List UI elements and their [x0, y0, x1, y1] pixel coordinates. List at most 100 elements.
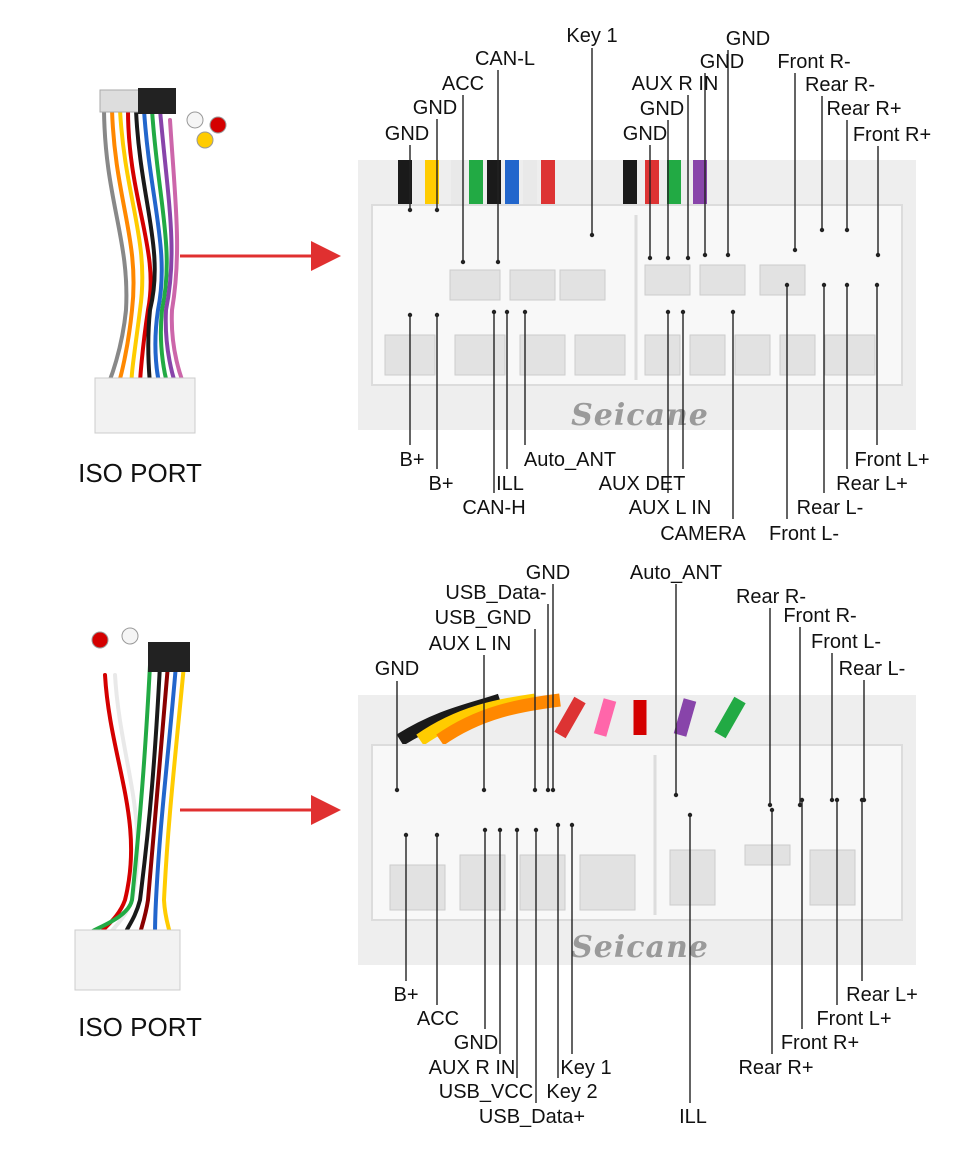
pin-marker-key-2 [555, 822, 561, 828]
pin-label-b: B+ [393, 984, 418, 1006]
pin-label-auto-ant: Auto_ANT [524, 449, 616, 471]
pin-label-front-r: Front R+ [853, 124, 931, 146]
pin-marker-key-1 [589, 232, 595, 238]
pin-label-key-1: Key 1 [560, 1057, 611, 1079]
pin-marker-front-l [834, 797, 840, 803]
pin-label-aux-det: AUX DET [599, 473, 686, 495]
pin-label-camera: CAMERA [660, 523, 746, 545]
pin-marker-front-r [799, 797, 805, 803]
pin-marker-rear-l [844, 282, 850, 288]
pin-marker-can-l [495, 259, 501, 265]
pin-marker-rear-l [821, 282, 827, 288]
pin-label-rear-l: Rear L- [839, 658, 906, 680]
pin-marker-front-l [874, 282, 880, 288]
pin-label-front-r: Front R- [783, 605, 856, 627]
pin-label-gnd: GND [726, 28, 770, 50]
iso-port-label-2: ISO PORT [78, 1012, 202, 1042]
panel-1-leader-lines [407, 48, 881, 519]
pin-label-front-r: Front R- [777, 51, 850, 73]
pin-marker-gnd [394, 787, 400, 793]
pin-marker-front-r [875, 252, 881, 258]
pin-label-rear-l: Rear L+ [836, 473, 908, 495]
pin-label-rear-l: Rear L+ [846, 984, 918, 1006]
pin-marker-usb-gnd [532, 787, 538, 793]
pin-marker-rear-r [819, 227, 825, 233]
connector-photo-1: Seicane [358, 160, 916, 433]
pin-label-rear-l: Rear L- [797, 497, 864, 519]
pin-label-front-l: Front L- [769, 523, 839, 545]
pin-label-acc: ACC [417, 1008, 459, 1030]
pin-marker-gnd [407, 207, 413, 213]
pin-label-aux-r-in: AUX R IN [632, 73, 719, 95]
pin-label-front-r: Front R+ [781, 1032, 859, 1054]
pin-marker-aux-det [680, 309, 686, 315]
pin-marker-b [403, 832, 409, 838]
pin-marker-auto-ant [673, 792, 679, 798]
pin-label-usb-vcc: USB_VCC [439, 1081, 533, 1103]
pin-label-rear-r: Rear R- [736, 586, 806, 608]
pin-marker-aux-l-in [665, 309, 671, 315]
pin-label-can-l: CAN-L [475, 48, 535, 70]
pin-marker-front-r [792, 247, 798, 253]
pin-label-gnd: GND [623, 123, 667, 145]
pin-marker-gnd [725, 252, 731, 258]
pin-marker-aux-l-in [481, 787, 487, 793]
pin-marker-b [407, 312, 413, 318]
pin-marker-gnd [647, 255, 653, 261]
pin-marker-rear-l [859, 797, 865, 803]
pin-label-acc: ACC [442, 73, 484, 95]
pin-marker-rear-r [769, 807, 775, 813]
pin-marker-acc [434, 832, 440, 838]
pin-marker-acc [460, 259, 466, 265]
pin-label-usb-data: USB_Data- [445, 582, 546, 604]
pin-label-ill: ILL [496, 473, 524, 495]
pin-label-gnd: GND [700, 51, 744, 73]
pin-marker-rear-r [767, 802, 773, 808]
pin-marker-gnd [482, 827, 488, 833]
pin-label-b: B+ [399, 449, 424, 471]
pin-label-can-h: CAN-H [462, 497, 525, 519]
pin-label-aux-l-in: AUX L IN [629, 497, 712, 519]
pin-label-gnd: GND [640, 98, 684, 120]
pin-label-gnd: GND [454, 1032, 498, 1054]
pin-label-usb-data: USB_Data+ [479, 1106, 585, 1128]
pin-label-key-1: Key 1 [566, 25, 617, 47]
pin-label-gnd: GND [375, 658, 419, 680]
pin-marker-front-l [784, 282, 790, 288]
pin-marker-gnd [434, 207, 440, 213]
pin-marker-gnd [702, 252, 708, 258]
pin-label-rear-r: Rear R+ [826, 98, 901, 120]
pin-marker-rear-r [844, 227, 850, 233]
pin-marker-usb-data [545, 787, 551, 793]
pin-label-gnd: GND [526, 562, 570, 584]
pin-marker-can-h [491, 309, 497, 315]
iso-port-label-1: ISO PORT [78, 458, 202, 488]
pin-marker-usb-vcc [514, 827, 520, 833]
pin-label-aux-l-in: AUX L IN [429, 633, 512, 655]
pin-marker-front-r [797, 802, 803, 808]
pin-label-ill: ILL [679, 1106, 707, 1128]
pin-marker-auto-ant [522, 309, 528, 315]
pin-marker-key-1 [569, 822, 575, 828]
pin-marker-front-l [829, 797, 835, 803]
seicane-watermark-1: Seicane [571, 398, 709, 433]
pin-marker-camera [730, 309, 736, 315]
pin-label-gnd: GND [413, 97, 457, 119]
pin-label-usb-gnd: USB_GND [435, 607, 532, 629]
pin-label-rear-r: Rear R- [805, 74, 875, 96]
pin-label-rear-r: Rear R+ [738, 1057, 813, 1079]
panel-2-leader-lines [394, 584, 867, 1103]
pin-marker-b [434, 312, 440, 318]
pin-marker-ill [687, 812, 693, 818]
connector-photo-2: Seicane [358, 693, 916, 965]
pin-label-gnd: GND [385, 123, 429, 145]
pin-label-key-2: Key 2 [546, 1081, 597, 1103]
pin-label-auto-ant: Auto_ANT [630, 562, 722, 584]
pin-marker-gnd [550, 787, 556, 793]
harness-image-1 [94, 88, 227, 434]
pin-marker-aux-r-in [685, 255, 691, 261]
